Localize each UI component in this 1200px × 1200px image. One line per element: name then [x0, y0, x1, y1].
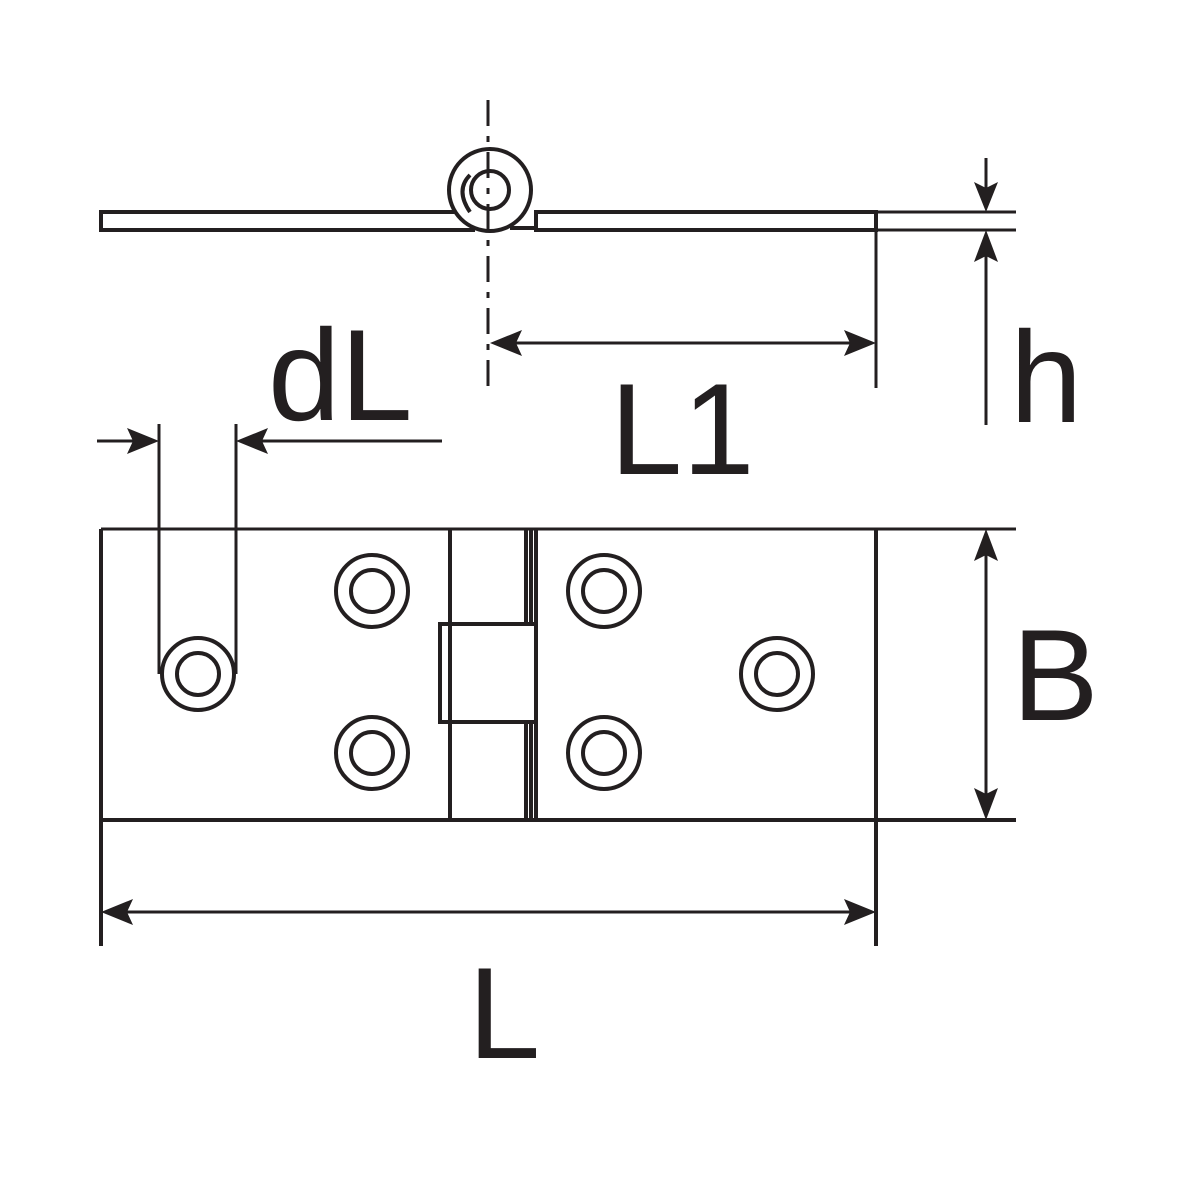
B-label: B: [1012, 602, 1099, 748]
dimension-L1: L1: [490, 230, 878, 502]
screw-hole: [334, 553, 410, 629]
screw-hole: [739, 636, 815, 712]
dL-arrow-left: [127, 428, 159, 454]
side-right-leaf: [534, 210, 878, 232]
h-arrow-bottom: [974, 230, 998, 262]
knuckle-pin: [469, 169, 511, 211]
hinge-side-view: [99, 100, 878, 392]
L1-arrow-left: [490, 330, 522, 356]
L1-label: L1: [610, 356, 755, 502]
h-arrow-top: [974, 182, 998, 212]
dL-label: dL: [268, 302, 413, 448]
B-arrow-top: [974, 529, 998, 561]
middle-knuckle: [438, 622, 538, 724]
knuckle-wrap: [460, 173, 472, 214]
L-arrow-left: [101, 899, 133, 925]
screw-hole: [160, 636, 236, 712]
dimension-B: B: [974, 529, 1099, 820]
screw-hole: [334, 715, 410, 791]
L-arrow-right: [844, 899, 876, 925]
h-label: h: [1010, 304, 1082, 450]
dimension-dL: dL: [97, 302, 442, 674]
dimension-h: h: [876, 158, 1082, 450]
side-left-leaf: [99, 210, 475, 232]
B-arrow-bottom: [974, 788, 998, 820]
L-label: L: [468, 940, 540, 1086]
dimension-L: L: [101, 899, 876, 1086]
hinge-plan-view: [99, 527, 1016, 946]
L1-arrow-right: [844, 330, 876, 356]
screw-hole: [566, 715, 642, 791]
screw-hole: [566, 553, 642, 629]
dL-arrow-right: [236, 428, 268, 454]
